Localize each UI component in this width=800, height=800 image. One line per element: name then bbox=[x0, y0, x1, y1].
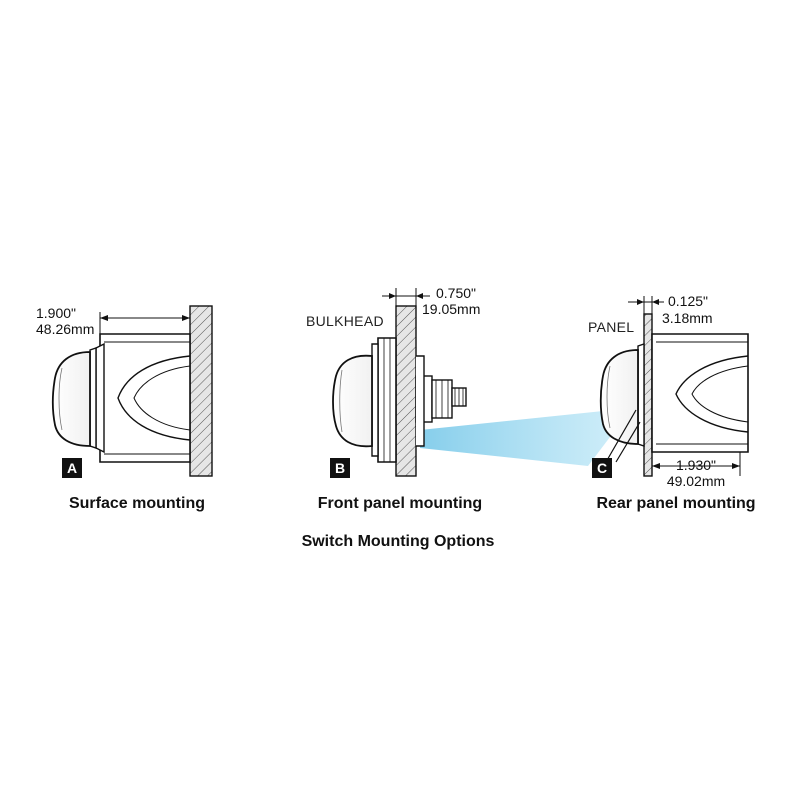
rear-stud-b bbox=[415, 355, 467, 447]
badge-b-letter: B bbox=[335, 460, 345, 476]
badge-c-letter: C bbox=[597, 460, 607, 476]
badge-a-letter: A bbox=[67, 460, 77, 476]
figure-title: Switch Mounting Options bbox=[302, 533, 495, 550]
switch-body-b bbox=[332, 337, 397, 463]
dim-c2-inch: 1.930" bbox=[676, 457, 716, 473]
surface-wall bbox=[189, 305, 213, 477]
caption-b: Front panel mounting bbox=[318, 495, 482, 512]
badge-c bbox=[592, 458, 612, 478]
dim-b-inch: 0.750" bbox=[436, 285, 476, 301]
dim-c2-mm: 49.02mm bbox=[667, 473, 725, 489]
switch-body-a bbox=[51, 333, 191, 463]
bulkhead-label: BULKHEAD bbox=[306, 313, 384, 329]
light-beam-b bbox=[420, 408, 632, 466]
panel-b: 0.750" 19.05mm BULKHEAD B Front panel mo… bbox=[306, 285, 632, 512]
dimension-b bbox=[382, 288, 430, 306]
dimension-a bbox=[99, 312, 191, 334]
dim-a-mm: 48.26mm bbox=[36, 321, 94, 337]
switch-body-c bbox=[599, 333, 749, 453]
dim-c-mm: 3.18mm bbox=[662, 310, 713, 326]
dimension-c-top bbox=[628, 296, 664, 314]
dimension-c-bottom bbox=[651, 452, 741, 476]
panel-c: 0.125" 3.18mm PANEL 1.930" 49.02mm C Rea… bbox=[588, 293, 756, 512]
caption-a: Surface mounting bbox=[69, 495, 205, 512]
badge-b bbox=[330, 458, 350, 478]
badge-a bbox=[62, 458, 82, 478]
panel-label: PANEL bbox=[588, 319, 634, 335]
panel-a: 1.900" 48.26mm A Surface mounting bbox=[36, 305, 213, 512]
caption-c: Rear panel mounting bbox=[596, 495, 755, 512]
rear-panel-wall bbox=[643, 313, 653, 477]
dim-a-inch: 1.900" bbox=[36, 305, 76, 321]
dim-c-inch: 0.125" bbox=[668, 293, 708, 309]
bulkhead-wall bbox=[395, 305, 417, 477]
dim-b-mm: 19.05mm bbox=[422, 301, 480, 317]
